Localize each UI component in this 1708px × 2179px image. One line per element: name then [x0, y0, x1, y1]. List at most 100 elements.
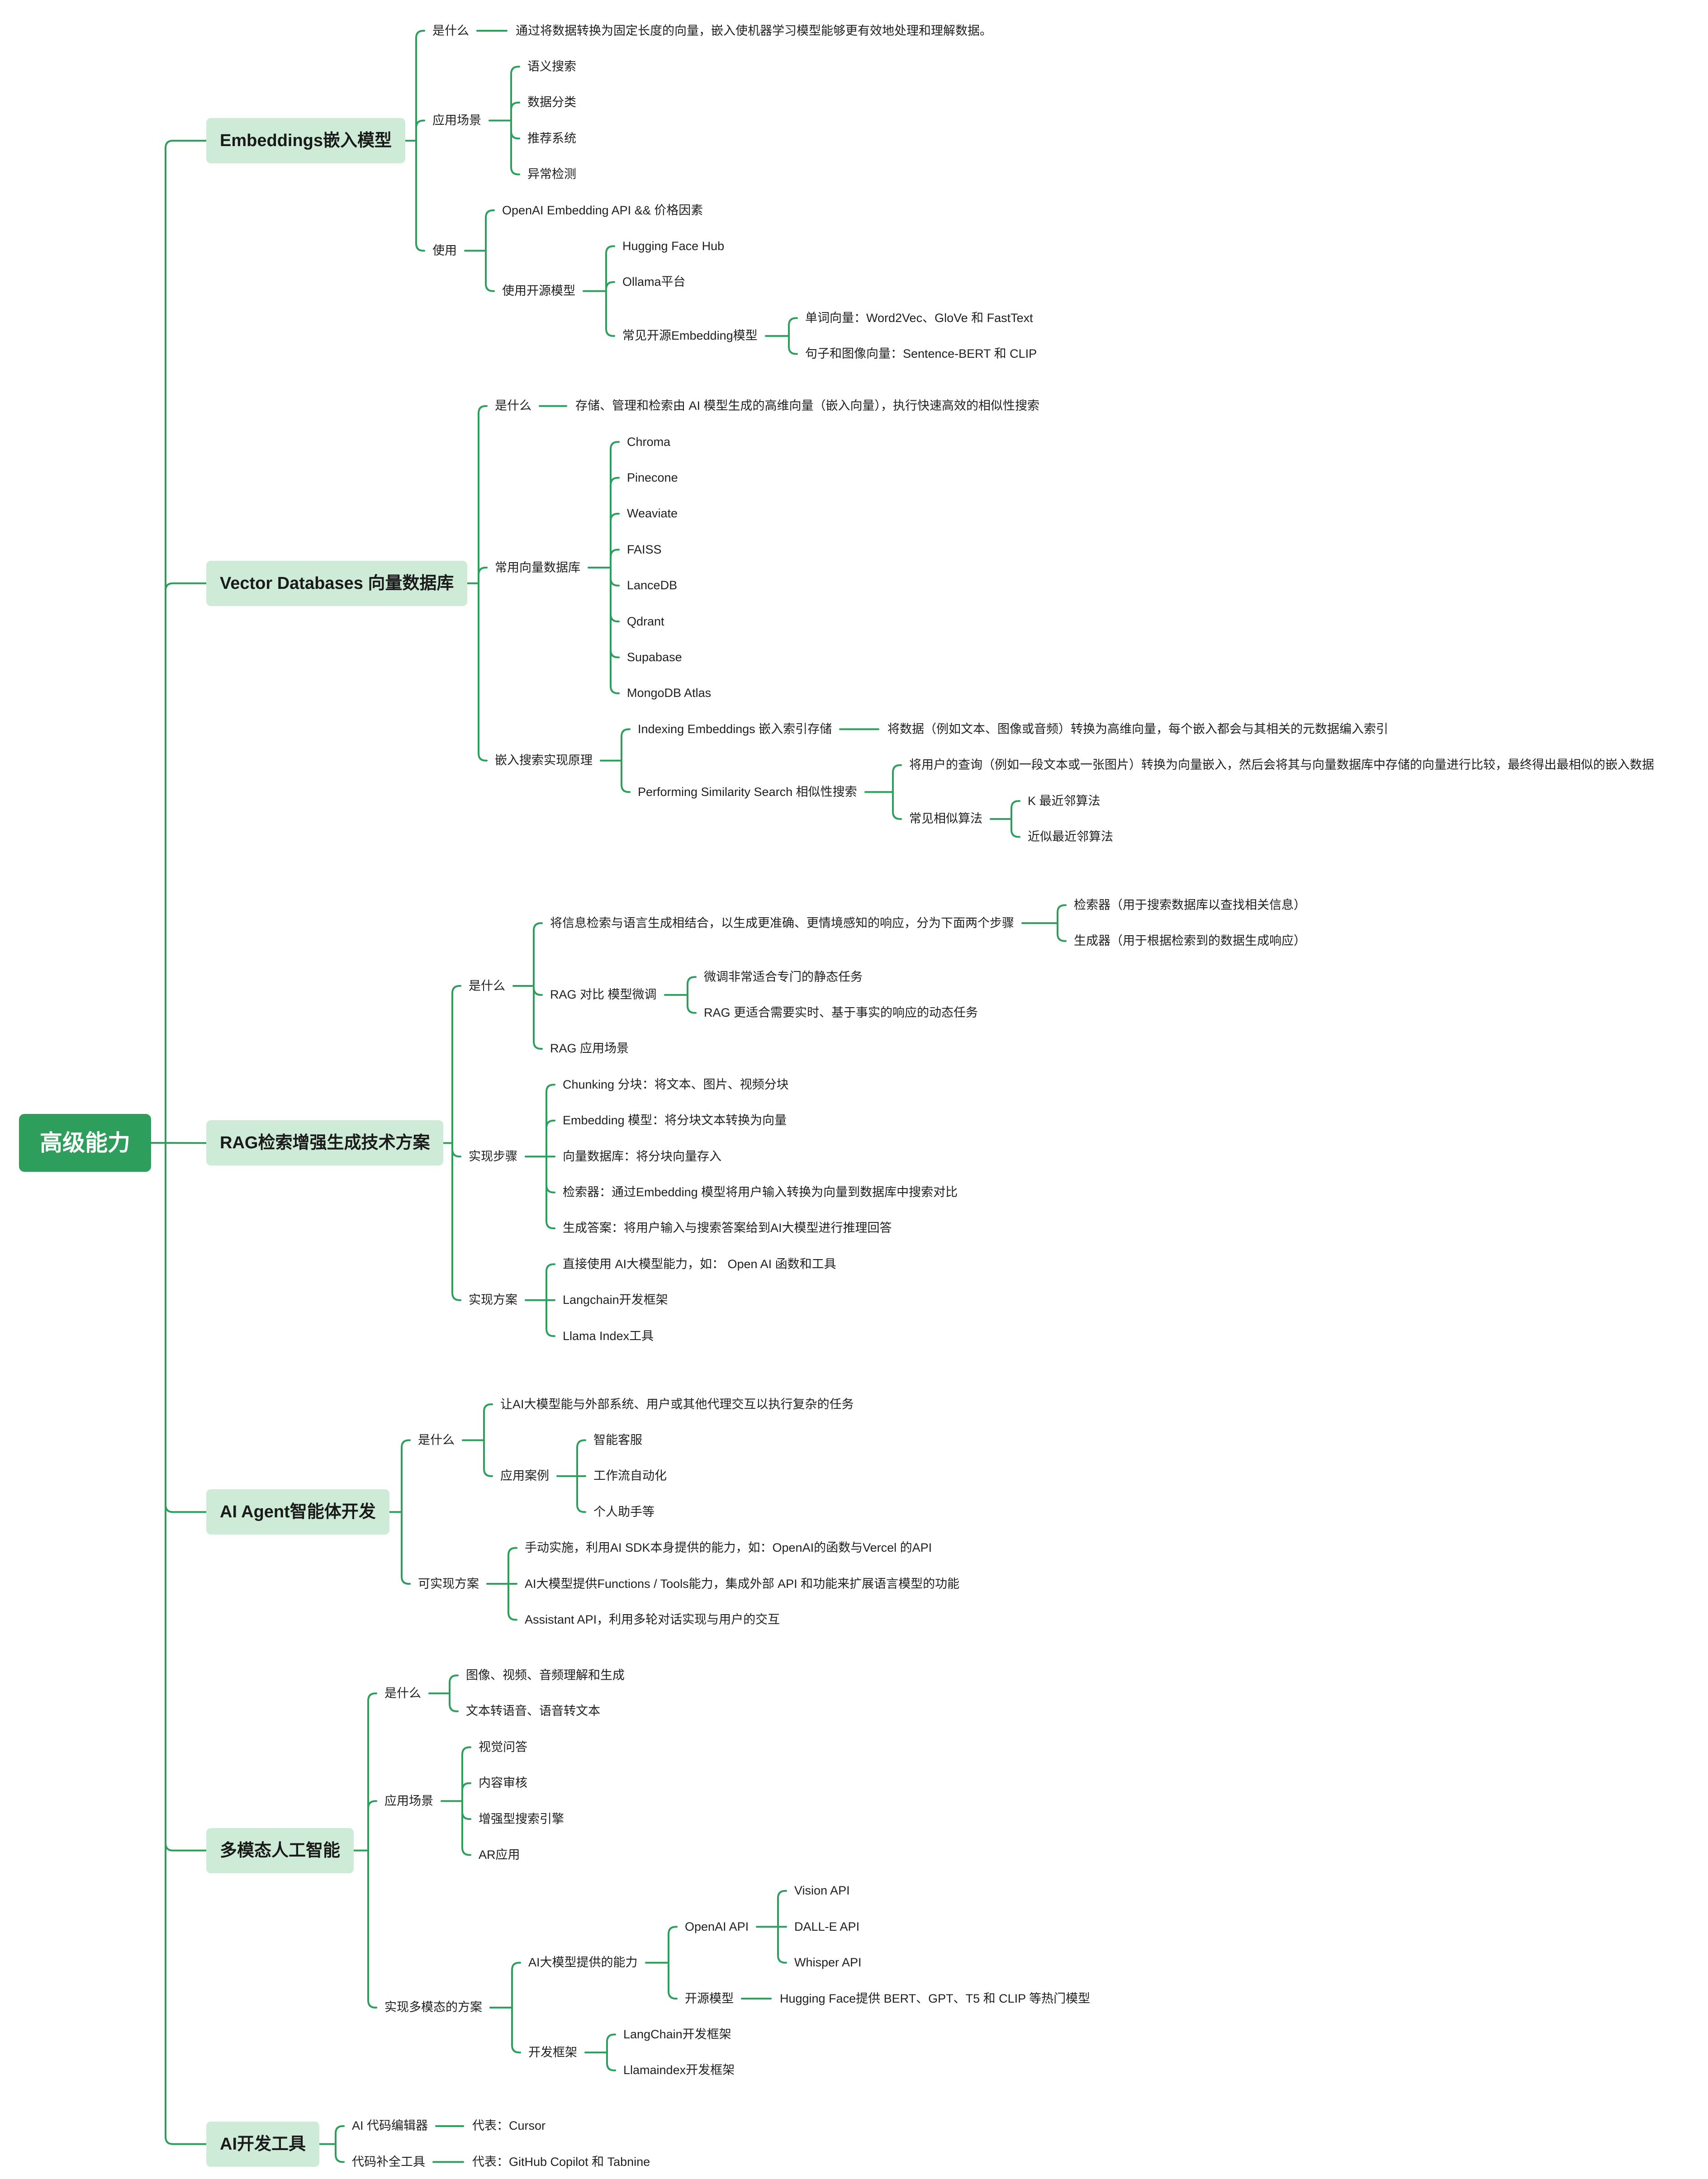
topic-node-4-0[interactable]: 是什么	[384, 1686, 421, 1700]
topic-node-0-2[interactable]: 使用	[432, 243, 457, 257]
topic-node-2-1-2[interactable]: 向量数据库：将分块向量存入	[563, 1149, 721, 1163]
topic-node-4-2[interactable]: 实现多模态的方案	[384, 2000, 482, 2014]
topic-node-4-0-1[interactable]: 文本转语音、语音转文本	[466, 1704, 600, 1718]
topic-node-1-0-0[interactable]: 存储、管理和检索由 AI 模型生成的高维向量（嵌入向量），执行快速高效的相似性搜…	[575, 399, 1040, 413]
topic-node-4-2-1-1[interactable]: Llamaindex开发框架	[623, 2063, 735, 2077]
topic-node-2-1-4[interactable]: 生成答案：将用户输入与搜索答案给到AI大模型进行推理回答	[563, 1221, 892, 1235]
branch-topic-4[interactable]: 多模态人工智能	[206, 1828, 354, 1873]
topic-node-0-1-2[interactable]: 推荐系统	[527, 131, 576, 145]
topic-node-2-1-0[interactable]: Chunking 分块：将文本、图片、视频分块	[563, 1077, 789, 1091]
topic-node-5-1[interactable]: 代码补全工具	[352, 2155, 425, 2169]
topic-node-1-2-1-0[interactable]: 将用户的查询（例如一段文本或一张图片）转换为向量嵌入，然后会将其与向量数据库中存…	[909, 758, 1654, 772]
topic-node-1-1-6[interactable]: Supabase	[627, 650, 682, 664]
topic-node-3-1-0[interactable]: 手动实施，利用AI SDK本身提供的能力，如：OpenAI的函数与Vercel …	[525, 1541, 932, 1555]
branch-topic-3[interactable]: AI Agent智能体开发	[206, 1489, 389, 1535]
topic-node-2-1-1[interactable]: Embedding 模型：将分块文本转换为向量	[563, 1113, 787, 1127]
topic-node-2-0-0-0[interactable]: 检索器（用于搜索数据库以查找相关信息）	[1074, 898, 1306, 912]
branch-topic-2[interactable]: RAG检索增强生成技术方案	[206, 1120, 444, 1166]
topic-node-0-2-1-2-0[interactable]: 单词向量：Word2Vec、GloVe 和 FastText	[805, 311, 1033, 325]
topic-node-2-0-0-1[interactable]: 生成器（用于根据检索到的数据生成响应）	[1074, 934, 1306, 948]
topic-node-5-0-0[interactable]: 代表：Cursor	[472, 2119, 546, 2133]
topic-node-1-1-1[interactable]: Pinecone	[627, 471, 678, 485]
topic-node-3-1-2[interactable]: Assistant API，利用多轮对话实现与用户的交互	[525, 1612, 780, 1626]
topic-node-1-1[interactable]: 常用向量数据库	[495, 560, 580, 574]
connector-0-1-3	[510, 119, 520, 175]
topic-node-0-1-3[interactable]: 异常检测	[527, 167, 576, 181]
topic-node-4-2-0-1-0[interactable]: Hugging Face提供 BERT、GPT、T5 和 CLIP 等热门模型	[780, 1991, 1091, 2005]
connector-5-0	[335, 2125, 345, 2145]
topic-node-0-0[interactable]: 是什么	[432, 24, 469, 38]
topic-node-3-0-0[interactable]: 让AI大模型能与外部系统、用户或其他代理交互以执行复杂的任务	[500, 1397, 854, 1411]
topic-node-2-2-1[interactable]: Langchain开发框架	[563, 1293, 668, 1307]
topic-node-2-0-2[interactable]: RAG 应用场景	[550, 1042, 629, 1056]
topic-node-4-2-0-0-2[interactable]: Whisper API	[794, 1956, 862, 1970]
topic-node-1-1-4[interactable]: LanceDB	[627, 578, 678, 592]
topic-node-2-2-0[interactable]: 直接使用 AI大模型能力，如： Open AI 函数和工具	[563, 1257, 836, 1271]
topic-node-1-1-5[interactable]: Qdrant	[627, 614, 664, 628]
topic-node-4-1[interactable]: 应用场景	[384, 1794, 433, 1808]
topic-node-2-0-1[interactable]: RAG 对比 模型微调	[550, 988, 657, 1002]
topic-node-1-1-3[interactable]: FAISS	[627, 542, 662, 556]
topic-node-4-2-0-0-0[interactable]: Vision API	[794, 1884, 850, 1898]
topic-node-2-0-1-1[interactable]: RAG 更适合需要实时、基于事实的响应的动态任务	[704, 1006, 978, 1020]
topic-node-1-2[interactable]: 嵌入搜索实现原理	[495, 753, 593, 767]
topic-node-0-2-1-1[interactable]: Ollama平台	[622, 275, 686, 289]
topic-node-1-2-1[interactable]: Performing Similarity Search 相似性搜索	[638, 785, 857, 799]
branch-topic-5[interactable]: AI开发工具	[206, 2121, 320, 2167]
topic-node-0-1[interactable]: 应用场景	[432, 114, 481, 127]
topic-node-0-2-1-2-1[interactable]: 句子和图像向量：Sentence-BERT 和 CLIP	[805, 347, 1037, 361]
topic-node-4-2-0-1[interactable]: 开源模型	[685, 1991, 734, 2005]
topic-node-2-2[interactable]: 实现方案	[469, 1293, 517, 1307]
topic-node-1-1-0[interactable]: Chroma	[627, 435, 671, 449]
central-topic[interactable]: 高级能力	[19, 1114, 151, 1172]
topic-node-4-1-1[interactable]: 内容审核	[479, 1776, 527, 1790]
topic-node-1-1-2[interactable]: Weaviate	[627, 507, 678, 521]
topic-node-2-1-3[interactable]: 检索器：通过Embedding 模型将用户输入转换为向量到数据库中搜索对比	[563, 1185, 958, 1199]
topic-node-4-2-1-0[interactable]: LangChain开发框架	[623, 2027, 731, 2042]
topic-node-3-0[interactable]: 是什么	[418, 1433, 455, 1447]
topic-node-1-2-0-0[interactable]: 将数据（例如文本、图像或音频）转换为高维向量，每个嵌入都会与其相关的元数据编入索…	[887, 722, 1388, 736]
topic-node-5-0[interactable]: AI 代码编辑器	[352, 2119, 428, 2133]
topic-node-1-1-7[interactable]: MongoDB Atlas	[627, 686, 712, 700]
topic-node-1-0[interactable]: 是什么	[495, 399, 531, 413]
topic-node-0-1-1[interactable]: 数据分类	[527, 95, 576, 109]
topic-node-4-1-2[interactable]: 增强型搜索引擎	[479, 1812, 564, 1826]
topic-node-5-1-0[interactable]: 代表：GitHub Copilot 和 Tabnine	[472, 2155, 650, 2169]
topic-node-1-2-1-1-1[interactable]: 近似最近邻算法	[1028, 830, 1113, 844]
topic-node-0-0-0[interactable]: 通过将数据转换为固定长度的向量，嵌入使机器学习模型能够更有效地处理和理解数据。	[516, 24, 992, 38]
topic-node-3-0-1-2[interactable]: 个人助手等	[593, 1505, 655, 1519]
topic-node-3-0-1-0[interactable]: 智能客服	[593, 1433, 642, 1447]
topic-node-3-1-1[interactable]: AI大模型提供Functions / Tools能力，集成外部 API 和功能来…	[525, 1577, 960, 1591]
topic-node-0-2-1-0[interactable]: Hugging Face Hub	[622, 239, 725, 253]
topic-node-3-1[interactable]: 可实现方案	[418, 1577, 479, 1591]
connector-4-2-0-0-0	[777, 1890, 787, 1928]
connector-2-0-2	[533, 985, 543, 1050]
topic-node-4-2-0[interactable]: AI大模型提供的能力	[528, 1956, 638, 1970]
topic-node-0-1-0[interactable]: 语义搜索	[527, 59, 576, 73]
topic-node-0-2-0[interactable]: OpenAI Embedding API && 价格因素	[502, 203, 703, 217]
topic-node-0-2-1-2[interactable]: 常见开源Embedding模型	[622, 329, 758, 343]
topic-node-4-1-0[interactable]: 视觉问答	[479, 1740, 527, 1754]
topic-node-4-0-0[interactable]: 图像、视频、音频理解和生成	[466, 1668, 625, 1682]
topic-node-1-2-0[interactable]: Indexing Embeddings 嵌入索引存储	[638, 722, 832, 736]
connector-1-1-1	[610, 477, 620, 569]
topic-node-2-0-0[interactable]: 将信息检索与语言生成相结合，以生成更准确、更情境感知的响应，分为下面两个步骤	[550, 916, 1014, 930]
branch-topic-0[interactable]: Embeddings嵌入模型	[206, 118, 406, 164]
topic-node-4-2-0-0-1[interactable]: DALL-E API	[794, 1919, 860, 1933]
topic-node-4-2-0-0[interactable]: OpenAI API	[685, 1919, 749, 1933]
topic-node-4-2-1[interactable]: 开发框架	[528, 2045, 577, 2059]
topic-node-4-1-3[interactable]: AR应用	[479, 1848, 520, 1862]
connector-2-2-2	[546, 1299, 555, 1337]
connector-1-1-4	[610, 567, 620, 587]
topic-node-2-1[interactable]: 实现步骤	[469, 1149, 517, 1163]
topic-node-1-2-1-1-0[interactable]: K 最近邻算法	[1028, 794, 1101, 808]
topic-node-2-0-1-0[interactable]: 微调非常适合专门的静态任务	[704, 970, 863, 984]
topic-node-2-0[interactable]: 是什么	[469, 979, 505, 993]
topic-node-0-2-1[interactable]: 使用开源模型	[502, 284, 575, 298]
connector-0-0	[415, 30, 425, 142]
branch-topic-1[interactable]: Vector Databases 向量数据库	[206, 560, 468, 606]
topic-node-3-0-1[interactable]: 应用案例	[500, 1469, 549, 1483]
topic-node-3-0-1-1[interactable]: 工作流自动化	[593, 1469, 667, 1483]
topic-node-1-2-1-1[interactable]: 常见相似算法	[909, 812, 982, 826]
topic-node-2-2-2[interactable]: Llama Index工具	[563, 1329, 654, 1343]
